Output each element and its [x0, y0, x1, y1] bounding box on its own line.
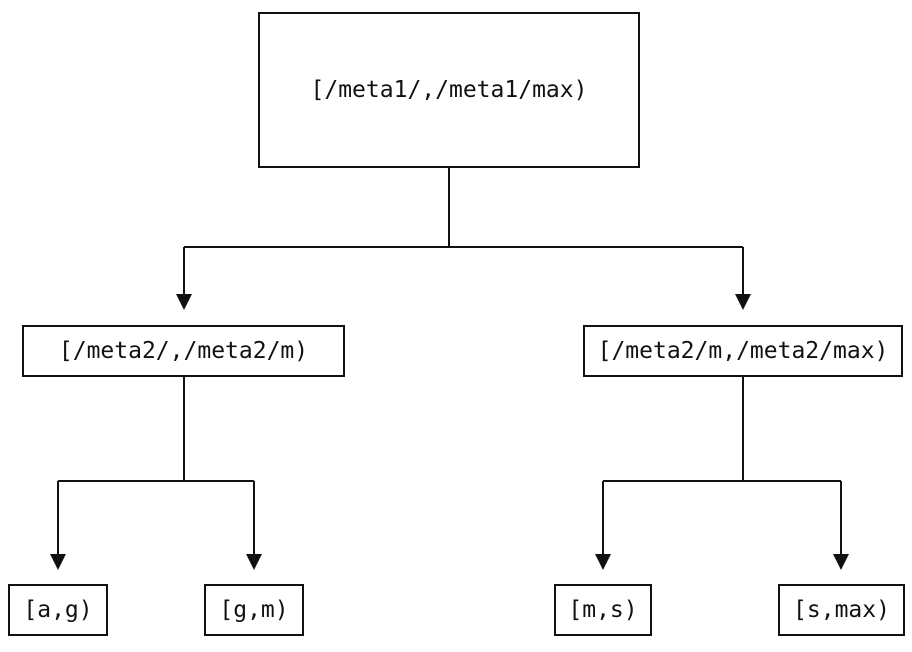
tree-node-meta2-left: [/meta2/,/meta2/m)	[22, 325, 345, 377]
tree-node-label: [/meta2/,/meta2/m)	[58, 337, 309, 364]
arrowhead-down-icon	[735, 294, 751, 310]
tree-node-meta2-right: [/meta2/m,/meta2/max)	[583, 325, 903, 377]
tree-leaf-ag: [a,g)	[8, 584, 108, 636]
arrowhead-down-icon	[833, 554, 849, 570]
tree-node-label: [g,m)	[219, 596, 289, 623]
tree-node-label: [m,s)	[568, 596, 638, 623]
tree-leaf-gm: [g,m)	[204, 584, 304, 636]
tree-leaf-ms: [m,s)	[554, 584, 652, 636]
tree-node-label: [/meta2/m,/meta2/max)	[597, 337, 889, 364]
arrowhead-down-icon	[595, 554, 611, 570]
arrowhead-down-icon	[176, 294, 192, 310]
arrowhead-down-icon	[50, 554, 66, 570]
arrowhead-down-icon	[246, 554, 262, 570]
tree-node-label: [a,g)	[23, 596, 93, 623]
tree-node-root: [/meta1/,/meta1/max)	[258, 12, 640, 168]
tree-node-label: [/meta1/,/meta1/max)	[310, 76, 588, 103]
tree-leaf-smax: [s,max)	[778, 584, 905, 636]
tree-node-label: [s,max)	[793, 596, 890, 623]
